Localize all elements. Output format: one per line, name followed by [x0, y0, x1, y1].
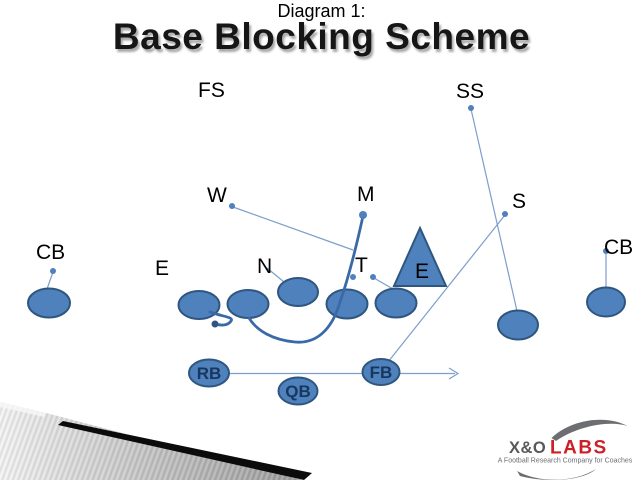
corner-ribbon-decoration [0, 402, 312, 480]
player-right-tackle [374, 287, 418, 319]
label-rb: RB [197, 364, 222, 383]
dot-t-left [350, 274, 356, 280]
label-e-triangle: E [415, 260, 429, 283]
player-qb [277, 376, 319, 406]
assignment-lines [46, 108, 607, 380]
dot-t-right [370, 274, 376, 280]
label-fs: FS [198, 79, 225, 102]
dot-ss [468, 105, 474, 111]
player-safety [497, 309, 539, 341]
route-guard-to-mike [247, 214, 365, 344]
label-qb: QB [285, 382, 311, 401]
logo-text-labs: LABS [550, 438, 608, 459]
player-right-guard [325, 288, 369, 320]
label-cb-right: CB [604, 236, 633, 259]
label-ss: SS [456, 80, 484, 103]
dot-cb-right [603, 248, 609, 254]
dot-w [229, 203, 235, 209]
defender-end-triangle [392, 225, 448, 287]
dot-m [359, 211, 367, 219]
player-cornerback-right [586, 286, 626, 318]
line-n-to-center [266, 267, 285, 283]
players [27, 225, 626, 406]
line-cb-left-anchor [46, 271, 54, 290]
ribbon-highlight [0, 402, 46, 417]
label-n: N [257, 255, 272, 278]
backfield-labels: RB QB FB [197, 363, 393, 401]
motion-arrowhead [448, 367, 460, 380]
player-rb [188, 358, 230, 388]
label-e-left: E [155, 257, 169, 280]
line-ss-to-safety [470, 108, 518, 312]
logo-swoosh-bottom [517, 469, 596, 480]
line-w-to-route [232, 206, 354, 251]
label-s: S [512, 190, 526, 213]
diagram-number-label: Diagram 1: [277, 1, 366, 21]
logo-tagline: A Football Research Company for Coaches [498, 458, 633, 465]
player-center [277, 277, 319, 307]
line-t-to-tackle [373, 277, 394, 290]
dot-cb-left [50, 268, 56, 274]
ribbon-black-band [58, 421, 312, 480]
routes [208, 214, 365, 344]
dot-s [502, 211, 508, 217]
label-m: M [357, 183, 375, 206]
slide-title: Base Blocking Scheme [112, 16, 531, 57]
label-cb-left: CB [36, 241, 65, 264]
player-left-tackle [177, 290, 221, 320]
player-cornerback-left [27, 287, 71, 319]
logo-text-xo: X&O [509, 439, 546, 457]
anchor-dots [50, 105, 609, 328]
logo-swoosh-top [551, 419, 628, 441]
label-fb: FB [370, 363, 393, 382]
xo-labs-logo: X&O LABS A Football Research Company for… [498, 419, 633, 480]
player-left-guard [226, 289, 270, 319]
dot-hook-end [211, 320, 219, 328]
position-labels: FS SS W M S CB CB E N T E [36, 79, 633, 283]
route-tackle-hook [208, 310, 233, 327]
label-w: W [207, 184, 227, 207]
player-fb [361, 358, 401, 386]
label-t: T [355, 254, 368, 277]
line-fb-to-s [383, 214, 506, 368]
